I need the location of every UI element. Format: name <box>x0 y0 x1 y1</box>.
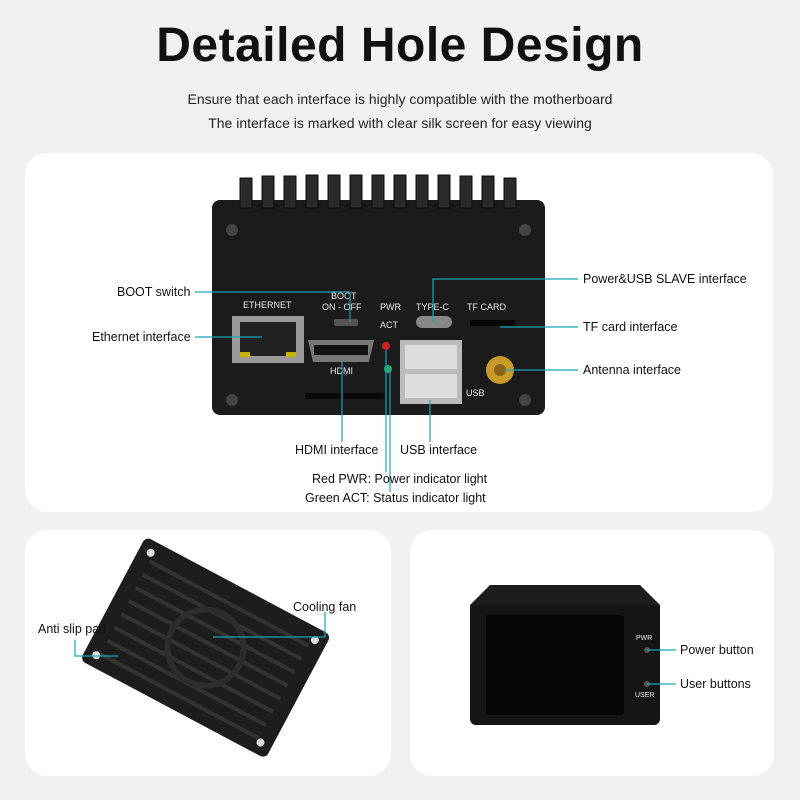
callout-red-pwr: Red PWR: Power indicator light <box>312 472 488 486</box>
callout-cooling-fan: Cooling fan <box>293 600 357 614</box>
screen-device-image: PWR USER <box>470 585 660 725</box>
callout-ethernet: Ethernet interface <box>92 330 191 344</box>
callout-hdmi: HDMI interface <box>295 443 379 457</box>
callout-boot-switch: BOOT switch <box>117 285 191 299</box>
svg-text:TF CARD: TF CARD <box>467 302 506 312</box>
callout-green-act: Green ACT: Status indicator light <box>305 491 486 505</box>
callout-user-buttons: User buttons <box>680 677 751 691</box>
svg-text:BOOT: BOOT <box>331 291 357 301</box>
svg-text:PWR: PWR <box>636 635 652 642</box>
svg-text:USER: USER <box>635 692 654 699</box>
svg-text:PWR: PWR <box>380 302 401 312</box>
subtitle-line-1: Ensure that each interface is highly com… <box>187 91 613 107</box>
page-title: Detailed Hole Design <box>156 19 644 72</box>
svg-text:USB: USB <box>466 388 485 398</box>
callout-usb: USB interface <box>400 443 478 457</box>
callout-power-button: Power button <box>680 643 754 657</box>
subtitle-line-2: The interface is marked with clear silk … <box>208 115 592 131</box>
svg-text:ON - OFF: ON - OFF <box>322 302 362 312</box>
callout-tf-card: TF card interface <box>583 320 678 334</box>
svg-text:ACT: ACT <box>380 320 399 330</box>
callout-lines <box>74 278 676 685</box>
svg-text:ETHERNET: ETHERNET <box>243 300 292 310</box>
bottom-device-image <box>82 538 330 757</box>
callout-power-usb: Power&USB SLAVE interface <box>583 272 747 286</box>
callout-anti-slip: Anti slip pad <box>38 622 107 636</box>
callout-antenna: Antenna interface <box>583 363 681 377</box>
